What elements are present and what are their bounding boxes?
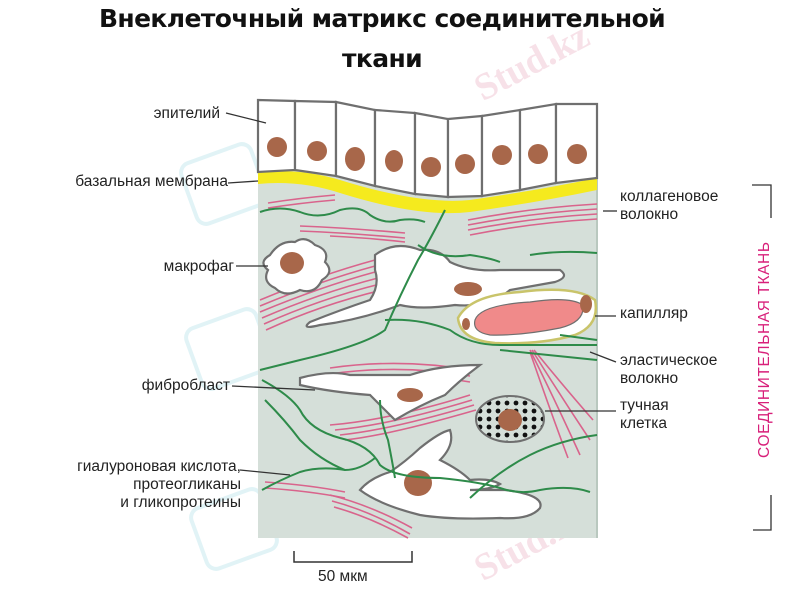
scale-bar <box>293 551 413 563</box>
label-collagen-fiber: коллагеновое волокно <box>620 188 719 223</box>
red-blood-cell <box>473 299 584 336</box>
label-ground-substance: гиалуроновая кислота, протеогликаны и гл… <box>77 458 241 511</box>
connective-tissue-bracket <box>752 184 772 531</box>
scale-bar-label: 50 мкм <box>318 568 368 585</box>
diagram-title-line1: Внеклеточный матрикс соединительной <box>98 4 666 33</box>
label-macrophage: макрофаг <box>163 258 234 275</box>
fibroblast-upper <box>305 244 566 329</box>
diagram-title-line2: ткани <box>341 44 423 73</box>
label-mast-cell: тучная клетка <box>620 397 669 432</box>
fibroblast-lower <box>358 428 542 520</box>
label-elastic-fiber: эластическое волокно <box>620 352 718 387</box>
fibroblast-middle <box>298 363 484 422</box>
label-capillary: капилляр <box>620 305 688 322</box>
label-fibroblast: фибробласт <box>141 377 230 394</box>
label-epithelium: эпителий <box>153 105 220 122</box>
epithelium <box>256 98 599 199</box>
basal-membrane <box>258 171 597 214</box>
connective-tissue-label: СОЕДИНИТЕЛЬНАЯ ТКАНЬ <box>756 241 773 458</box>
label-basal-membrane: базальная мембрана <box>75 173 228 190</box>
leader-lines <box>225 112 617 476</box>
epithelium-nuclei <box>267 137 587 177</box>
elastic-fibers <box>259 207 598 499</box>
